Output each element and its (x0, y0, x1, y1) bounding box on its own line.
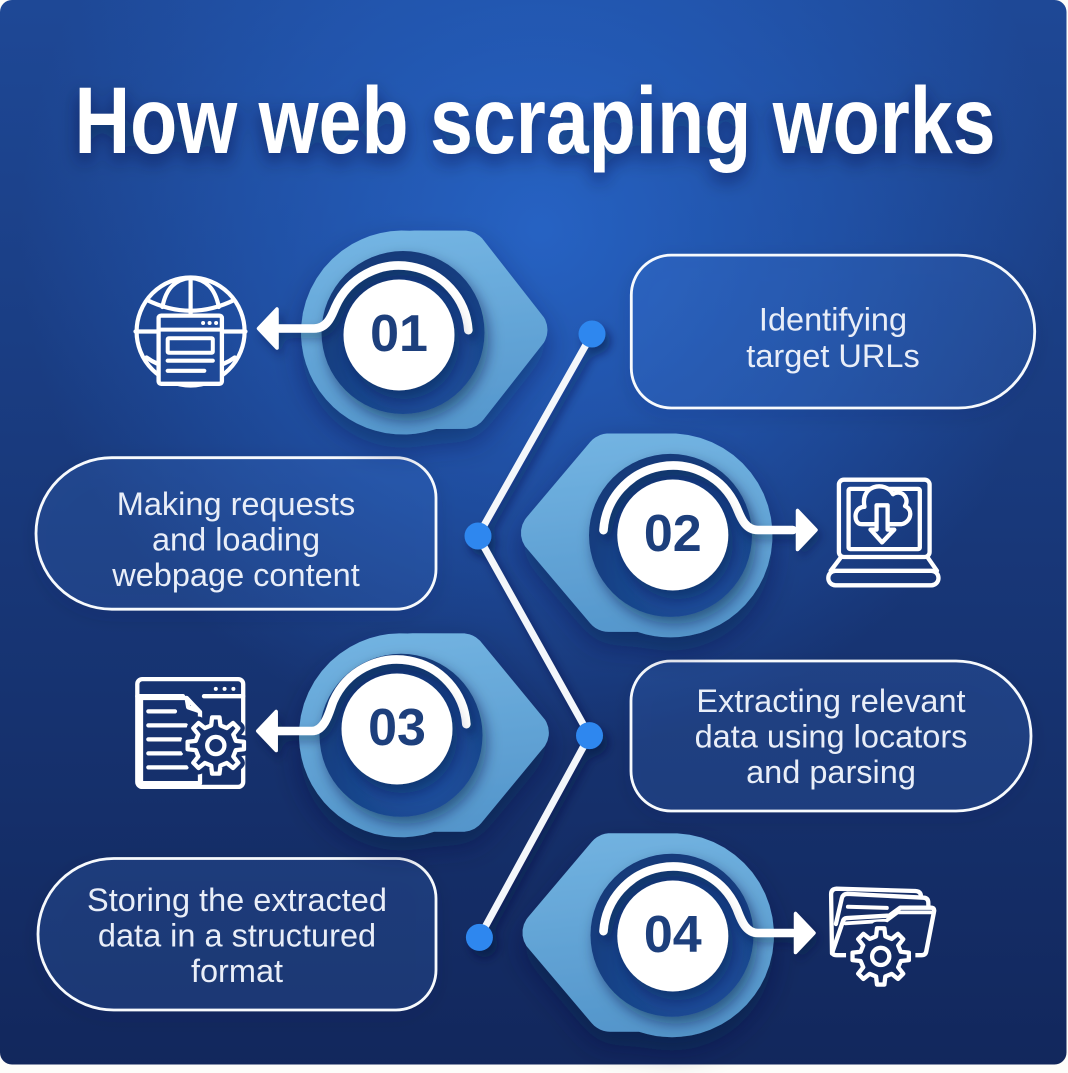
svg-text:webpage content: webpage content (111, 557, 360, 593)
svg-text:data in a structured: data in a structured (98, 918, 376, 954)
svg-text:and loading: and loading (152, 522, 320, 558)
svg-text:and parsing: and parsing (746, 754, 916, 790)
svg-text:target URLs: target URLs (746, 338, 919, 374)
svg-text:Making requests: Making requests (117, 486, 355, 522)
svg-text:format: format (191, 953, 283, 989)
svg-text:Storing the extracted: Storing the extracted (87, 882, 387, 918)
svg-text:03: 03 (368, 699, 426, 757)
svg-text:01: 01 (370, 305, 428, 363)
svg-text:02: 02 (644, 505, 702, 563)
svg-text:How web scraping works: How web scraping works (75, 68, 996, 174)
svg-text:data using locators: data using locators (695, 719, 968, 755)
svg-text:Extracting relevant: Extracting relevant (696, 683, 965, 719)
svg-text:04: 04 (644, 906, 702, 964)
svg-text:Identifying: Identifying (759, 302, 907, 338)
